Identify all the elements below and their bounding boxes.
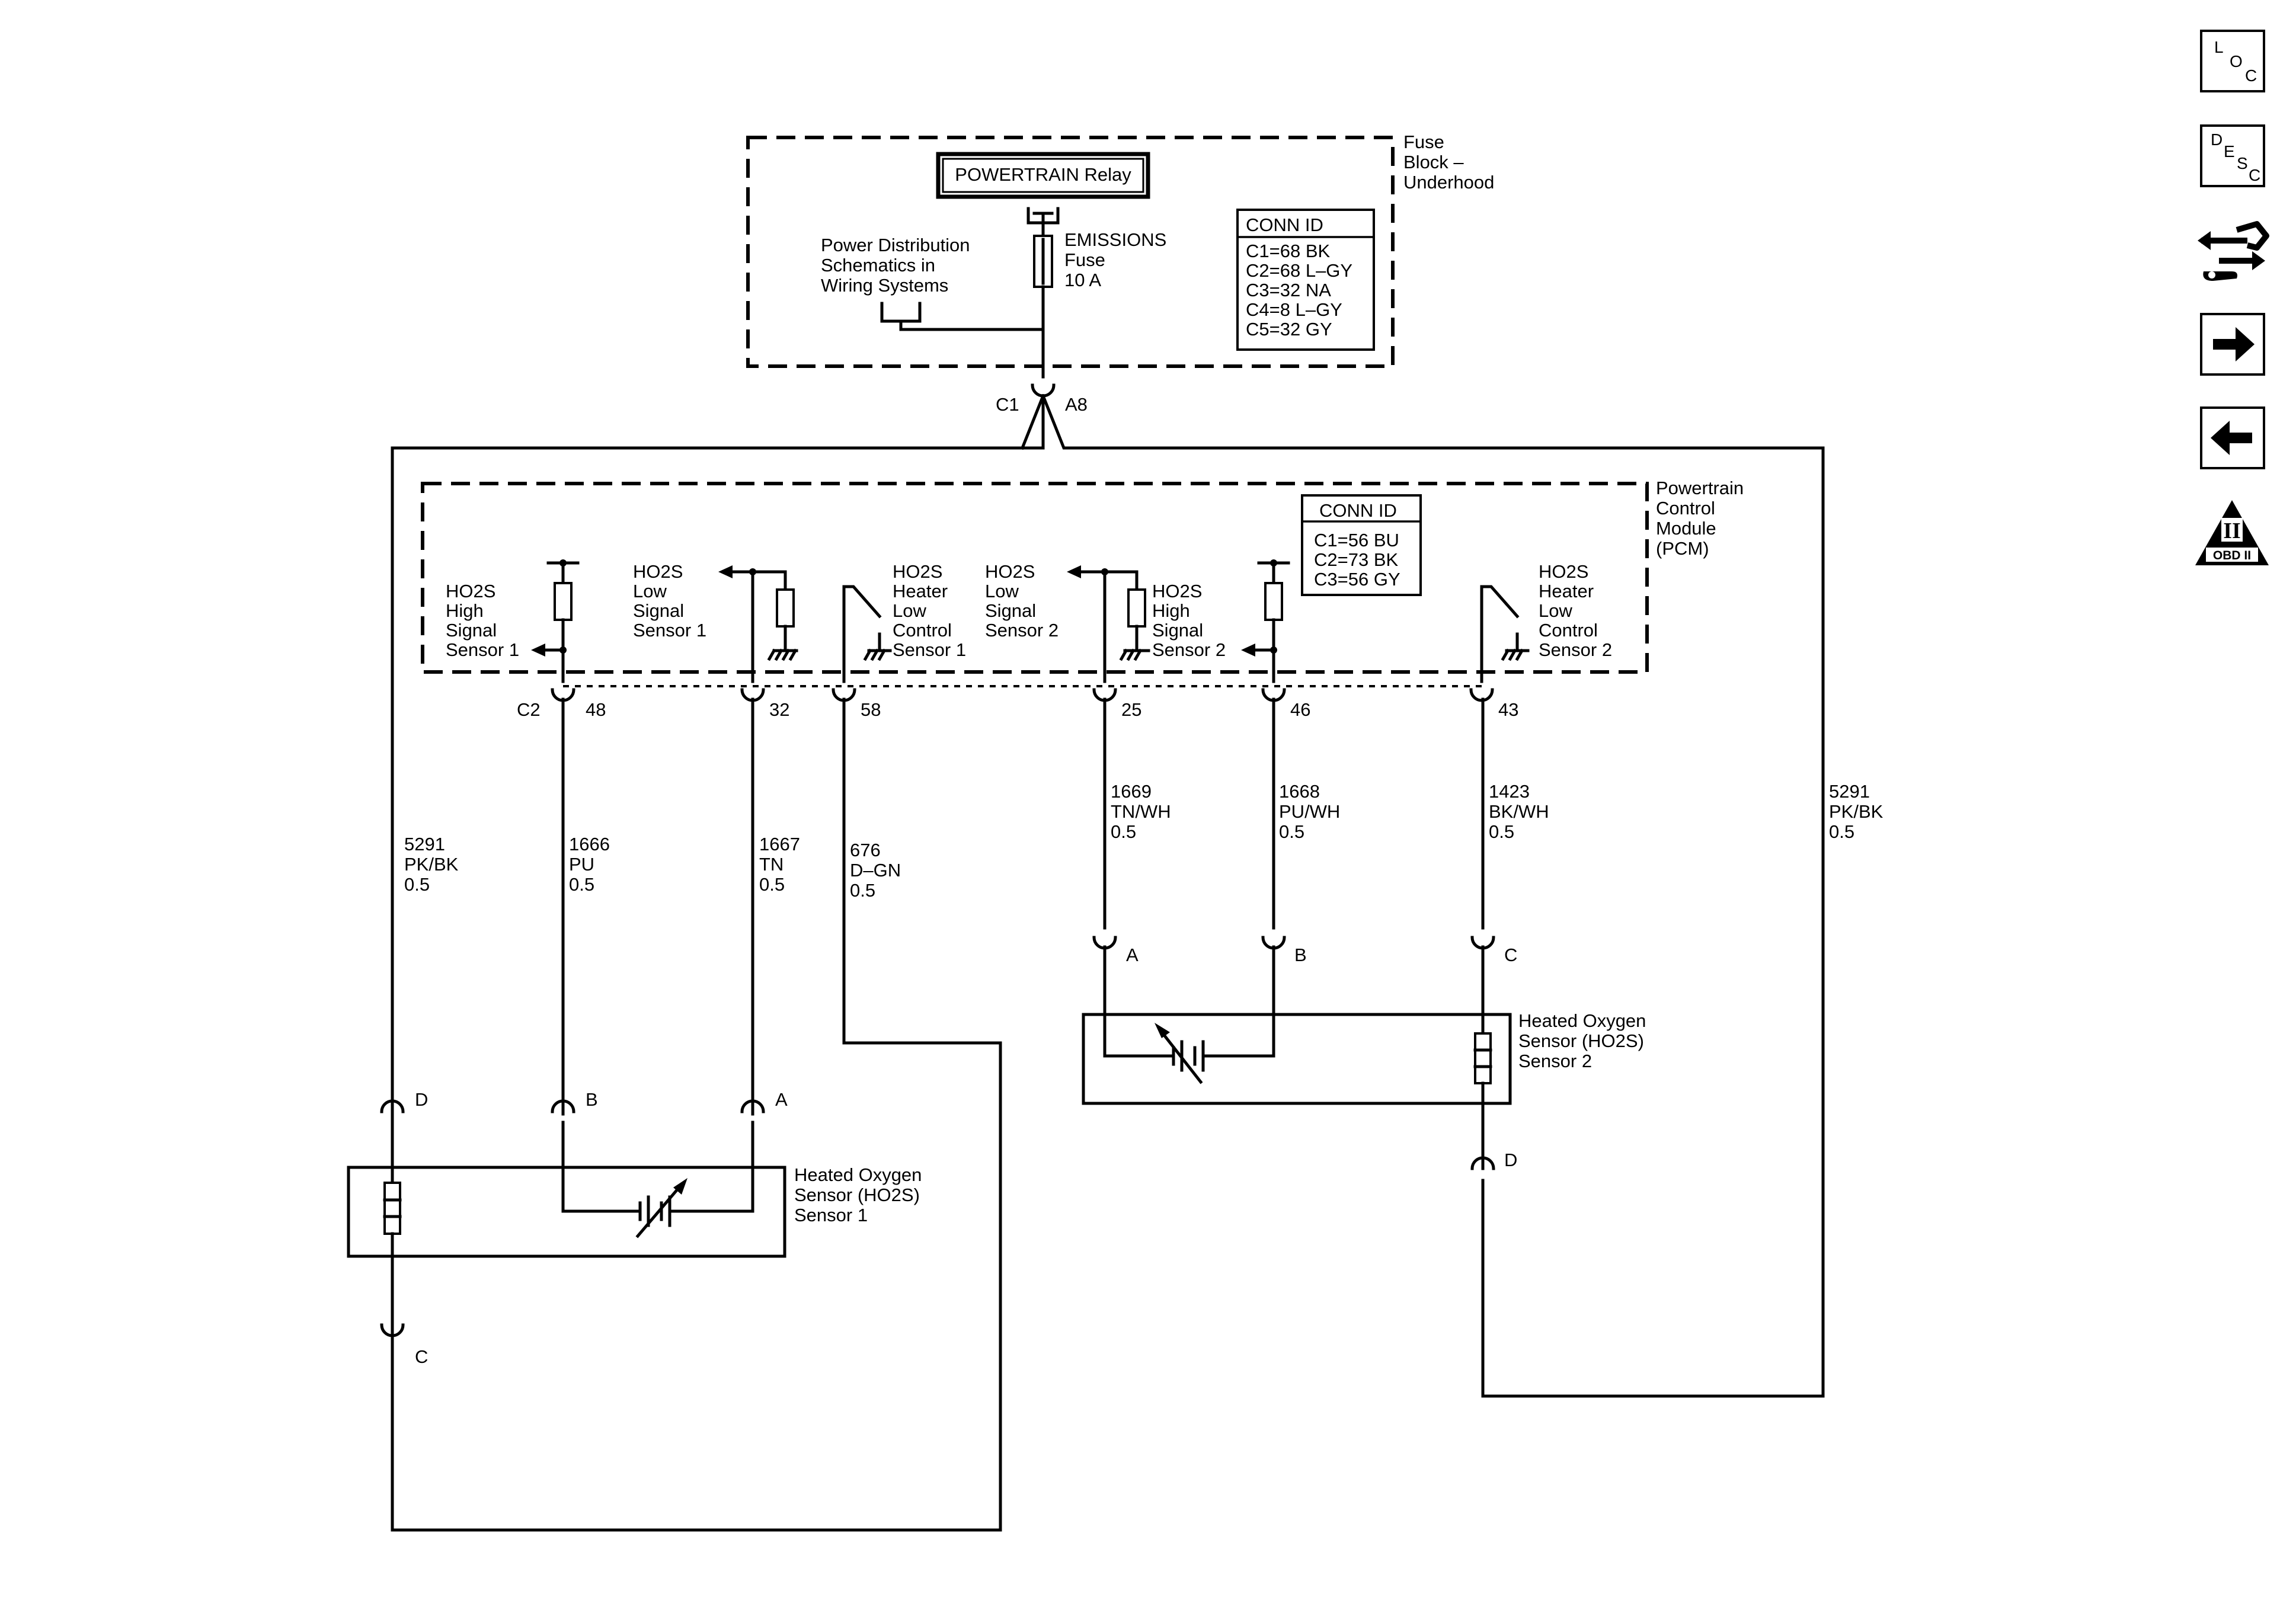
wire-1668-label: 1668 PU/WH 0.5 xyxy=(1279,781,1345,842)
connector-c1-a8: C1 A8 xyxy=(391,383,1825,1532)
pcm-circuit-label-heater-s2: HO2S Heater Low Control Sensor 2 xyxy=(1539,561,1612,660)
heated-oxygen-sensor-2: A B C Heated Oxygen Sensor (HO2S) Sensor… xyxy=(1082,936,1651,1398)
powertrain-relay-label: POWERTRAIN Relay xyxy=(955,164,1131,185)
sensor2-pin-d: D xyxy=(1504,1150,1517,1170)
sensor2-pin-a: A xyxy=(1126,945,1139,965)
arrow-right-icon xyxy=(2213,327,2255,361)
wire-5291-right-label: 5291 PK/BK 0.5 xyxy=(1829,781,1888,842)
pcm-conn-id-list: C1=56 BU C2=73 BK C3=56 GY xyxy=(1314,530,1405,590)
wire-5291-left-label: 5291 PK/BK 0.5 xyxy=(404,834,463,895)
pcm-internal-circuit-32 xyxy=(718,565,798,683)
pcm-title: Powertrain Control Module (PCM) xyxy=(1656,478,1749,559)
obd-ii-button[interactable]: II OBD II xyxy=(2193,498,2271,568)
emissions-fuse-label: EMISSIONS Fuse 10 A xyxy=(1064,229,1172,290)
sensor2-body xyxy=(1082,1013,1512,1105)
pin-48-label: 48 xyxy=(586,699,606,720)
pcm-internal-circuit-43 xyxy=(1480,585,1530,683)
wire-1667-label: 1667 TN 0.5 xyxy=(759,834,805,895)
next-page-button[interactable] xyxy=(2200,313,2265,376)
sensor1-pin-b: B xyxy=(586,1089,598,1110)
powertrain-relay-box xyxy=(936,152,1150,199)
power-distribution-reference[interactable]: Power Distribution Schematics in Wiring … xyxy=(821,235,975,296)
sensor1-title: Heated Oxygen Sensor (HO2S) Sensor 1 xyxy=(794,1164,927,1225)
location-button[interactable]: L O C xyxy=(2200,30,2265,92)
pin-25-label: 25 xyxy=(1121,699,1141,720)
fuse-block-conn-id-title: CONN ID xyxy=(1246,215,1323,235)
pcm-internal-circuit-48 xyxy=(531,559,580,683)
pcm-conn-id-table xyxy=(1301,494,1422,596)
pcm-circuit-label-high-signal-s1: HO2S High Signal Sensor 1 xyxy=(446,581,519,660)
fuse-block-conn-id-list: C1=68 BK C2=68 L–GY C3=32 NA C4=8 L–GY C… xyxy=(1246,241,1357,340)
desc-letter-s: S xyxy=(2237,154,2248,172)
loc-letter-l: L xyxy=(2214,38,2224,56)
pcm: Powertrain Control Module (PCM) CONN ID … xyxy=(421,478,1749,683)
pcm-circuit-label-low-signal-s1: HO2S Low Signal Sensor 1 xyxy=(633,561,706,641)
description-button[interactable]: D E S C xyxy=(2200,124,2265,187)
power-distribution-bracket xyxy=(880,302,922,323)
pcm-internal-circuit-58 xyxy=(842,585,892,683)
fuse-block-title: Fuse Block – Underhood xyxy=(1403,132,1494,193)
heated-oxygen-sensor-1: D B A Heated Oxygen Sensor (HO2S) Sensor… xyxy=(347,1089,927,1532)
pcm-conn-id-title: CONN ID xyxy=(1319,500,1397,521)
connector-c2: C2 48 32 58 25 46 43 xyxy=(517,685,1518,720)
wire-runs xyxy=(391,697,1485,1532)
sensor2-title: Heated Oxygen Sensor (HO2S) Sensor 2 xyxy=(1518,1010,1651,1071)
obd-numeral: II xyxy=(2223,518,2241,543)
fuse-block-underhood: Fuse Block – Underhood POWERTRAIN Relay … xyxy=(746,132,1494,379)
desc-letter-d: D xyxy=(2211,130,2223,149)
loc-letter-c: C xyxy=(2245,66,2257,85)
fuse-block-conn-id-table xyxy=(1236,209,1375,351)
sensor1-pin-d: D xyxy=(415,1089,428,1110)
fuse-block-outline xyxy=(746,136,1395,368)
wire-1669-label: 1669 TN/WH 0.5 xyxy=(1111,781,1176,842)
previous-page-button[interactable] xyxy=(2200,406,2265,469)
desc-letter-e: E xyxy=(2224,142,2235,161)
sensor1-pin-c: C xyxy=(415,1346,428,1367)
pcm-circuit-label-heater-s1: HO2S Heater Low Control Sensor 1 xyxy=(893,561,966,660)
sensor2-pin-b: B xyxy=(1294,945,1307,965)
obd-label: OBD II xyxy=(2213,549,2251,562)
pin-a8-label: A8 xyxy=(1065,394,1088,415)
wire-1666-label: 1666 PU 0.5 xyxy=(569,834,615,895)
pin-58-label: 58 xyxy=(861,699,881,720)
pin-43-label: 43 xyxy=(1498,699,1518,720)
connector-c1-label: C1 xyxy=(996,394,1019,415)
arrow-left-icon xyxy=(2211,421,2252,455)
pcm-internal-circuit-46 xyxy=(1241,559,1290,683)
sensor2-pin-c: C xyxy=(1504,945,1517,965)
pin-32-label: 32 xyxy=(769,699,789,720)
pin-46-label: 46 xyxy=(1290,699,1310,720)
wire-1423-label: 1423 BK/WH 0.5 xyxy=(1489,781,1554,842)
connector-wrench-icon[interactable] xyxy=(2195,212,2272,289)
sensor1-body xyxy=(347,1166,786,1258)
connector-c2-label: C2 xyxy=(517,699,541,720)
wire-676-label: 676 D–GN 0.5 xyxy=(850,840,906,901)
pcm-circuit-label-high-signal-s2: HO2S High Signal Sensor 2 xyxy=(1152,581,1226,660)
loc-letter-o: O xyxy=(2230,52,2243,71)
pcm-internal-circuit-25 xyxy=(1067,565,1150,683)
pcm-outline xyxy=(421,482,1649,674)
desc-letter-c: C xyxy=(2249,166,2261,184)
pcm-circuit-label-low-signal-s2: HO2S Low Signal Sensor 2 xyxy=(985,561,1059,641)
sensor1-pin-a: A xyxy=(775,1089,788,1110)
